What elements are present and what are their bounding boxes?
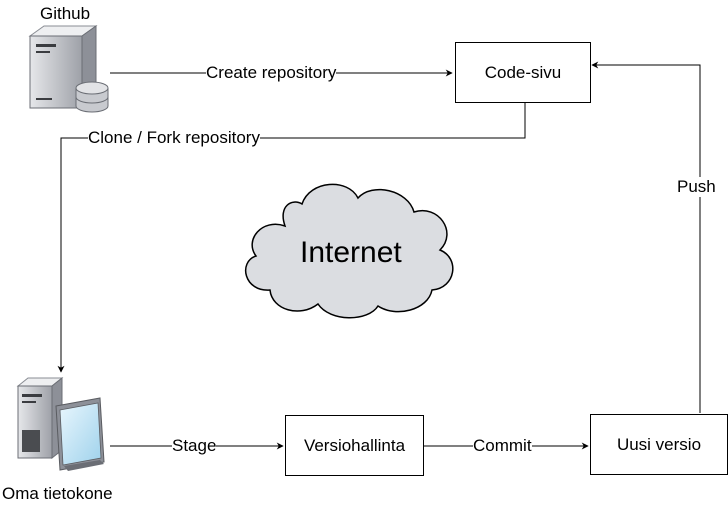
- edge-push: [591, 61, 701, 413]
- edge-label-stage: Stage: [172, 436, 217, 456]
- code-page-node: Code-sivu: [455, 42, 591, 103]
- cloud-icon: [245, 183, 454, 319]
- edge-label-push: Push: [677, 177, 716, 197]
- edge-label-clone-fork: Clone / Fork repository: [88, 128, 260, 148]
- version-control-node: Versiohallinta: [285, 415, 424, 476]
- computer-label: Oma tietokone: [2, 484, 113, 503]
- new-version-node: Uusi versio: [590, 414, 728, 475]
- server-database-icon: [28, 25, 109, 113]
- internet-label: Internet: [300, 236, 402, 269]
- github-label: Github: [40, 4, 91, 23]
- edge-clone-fork: [57, 103, 526, 373]
- edge-label-commit: Commit: [473, 436, 532, 456]
- desktop-computer-icon: [16, 376, 105, 471]
- edge-label-create-repository: Create repository: [206, 63, 337, 83]
